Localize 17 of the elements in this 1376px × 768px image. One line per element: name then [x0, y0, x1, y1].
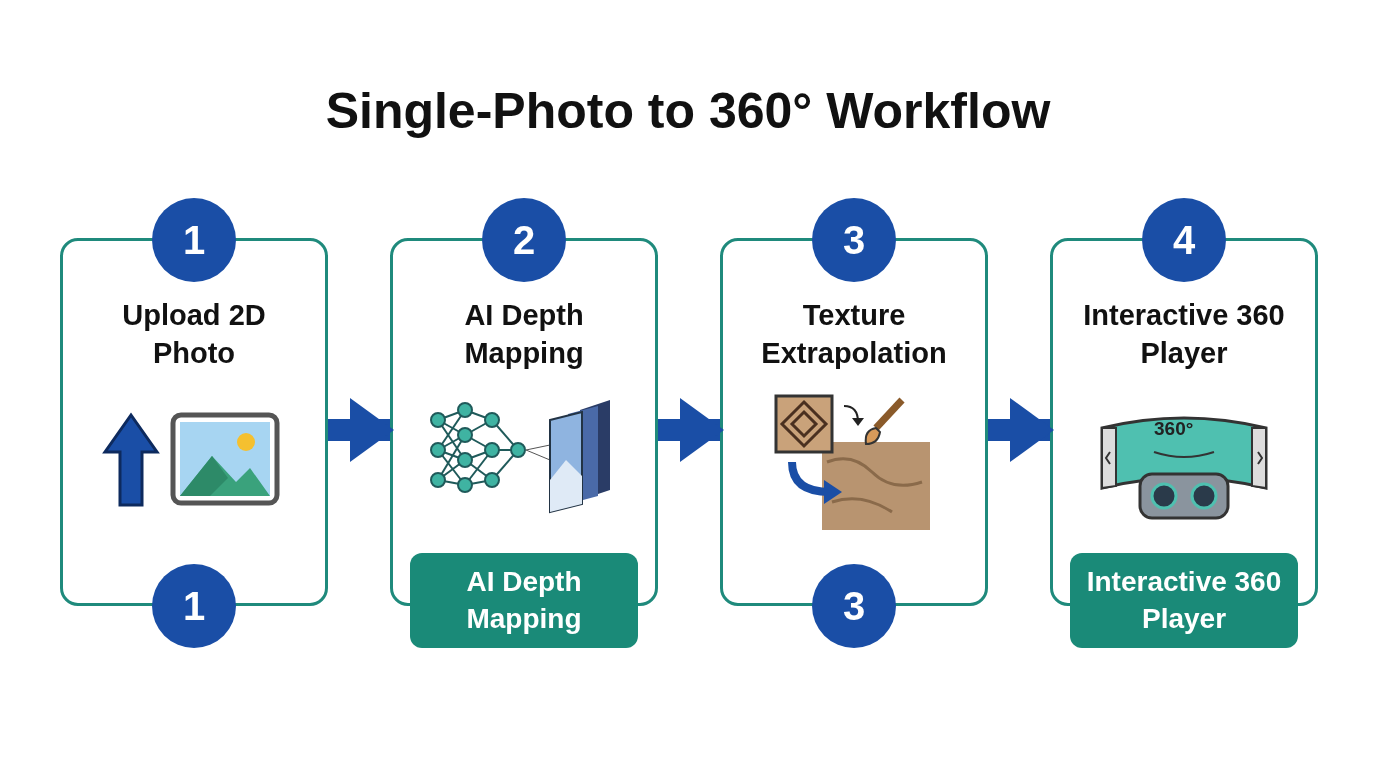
- step-number-circle: 4: [1142, 198, 1226, 282]
- icon-caption: 360°: [1154, 418, 1194, 440]
- arrow: [988, 398, 1054, 462]
- step-title: Interactive 360 Player: [1082, 298, 1286, 371]
- step-title: Texture Extrapolation: [760, 298, 948, 371]
- step-number-circle: 3: [812, 564, 896, 648]
- step-title: Upload 2D Photo: [121, 298, 267, 371]
- title: Single-Photo to 360° Workflow: [324, 82, 1052, 140]
- step-number-circle: 1: [152, 198, 236, 282]
- step-number-circle: 1: [152, 564, 236, 648]
- step-label-box: Interactive 360 Player: [1070, 553, 1298, 648]
- step-number-circle: 3: [812, 198, 896, 282]
- step-title: AI Depth Mapping: [463, 298, 585, 371]
- step-label-box: AI Depth Mapping: [410, 553, 638, 648]
- step-number-circle: 2: [482, 198, 566, 282]
- arrow: [328, 398, 394, 462]
- arrow: [658, 398, 724, 462]
